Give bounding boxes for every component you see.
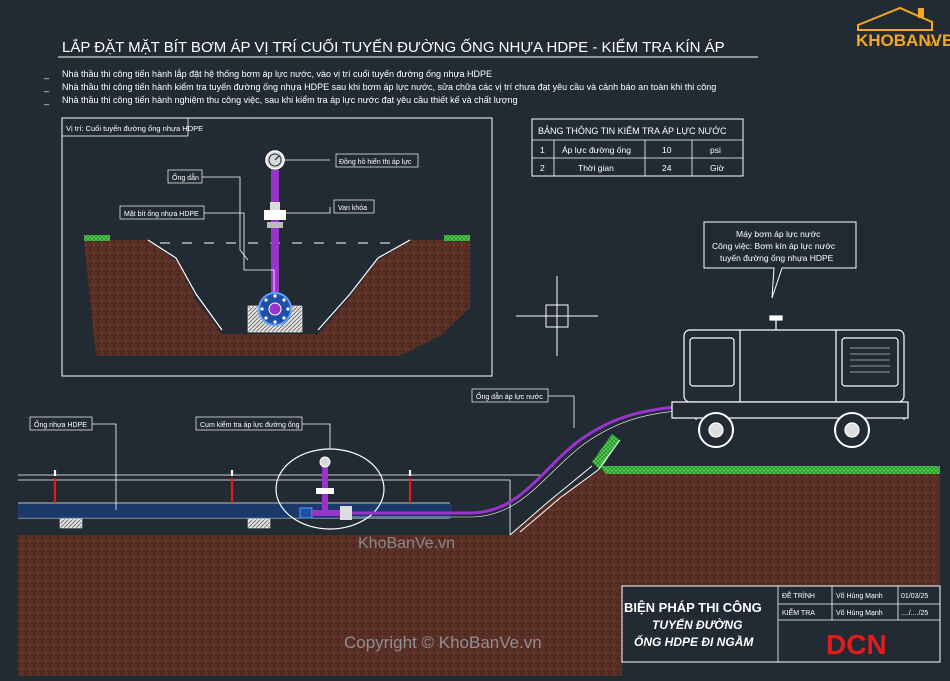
pump-note-line: Máy bơm áp lực nước [736,229,821,239]
watermark: KhoBanVe.vn [358,535,455,552]
notes-list: _ Nhà thầu thi công tiến hành lắp đặt hệ… [43,69,716,105]
title-block-cell: ..../..../25 [901,610,928,617]
title-block-cell: Võ Hùng Mạnh [836,610,883,617]
pressure-gauge-icon [319,456,331,468]
pump-note-line: Công việc: Bơm kín áp lực nước [712,241,836,251]
title-block-line3: ỐNG HDPE ĐI NGẦM [634,634,754,649]
label-valve: Van khóa [338,205,367,212]
grass-right [444,235,470,241]
table-title: BẢNG THÔNG TIN KIỂM TRA ÁP LỰC NƯỚC [538,125,727,136]
marker-stakes [53,470,412,503]
table-cell: Giờ [710,163,725,173]
trench-soil [84,240,470,356]
label-test-assembly: Cụm kiểm tra áp lực đường ống [200,420,300,429]
test-assembly [299,456,352,520]
label-pipe: Ống dẫn [172,172,199,182]
label-hdpe-pipe: Ống nhựa HDPE [34,419,87,429]
table-cell: Thời gian [578,163,614,173]
title-block: BIỆN PHÁP THI CÔNG TUYẾN ĐƯỜNG ỐNG HDPE … [621,585,941,663]
table-cell: 1 [540,145,545,155]
title-block-cell: Võ Hùng Mạnh [836,593,883,600]
detail-view: Vị trí: Cuối tuyến đường ống nhựa HDPE [61,117,493,377]
vent-grille [850,347,890,373]
table-cell: psi [710,145,721,155]
note-bullet: _ [43,95,50,105]
pipe-support [247,518,271,529]
logo-suffix: .vn [926,38,939,49]
dcn-logo: DCN [826,629,887,660]
title-block-cell: 01/03/25 [901,593,928,600]
vertical-pipe [271,170,279,300]
hdpe-pipe-main [18,504,452,518]
khobanve-logo: KHOBANVE .vn [856,6,950,50]
ground-soil [18,470,940,676]
valve-icon [264,210,286,220]
title-block-line1: BIỆN PHÁP THI CÔNG [624,600,762,615]
pressure-hose [352,403,691,515]
pump-truck [671,315,909,448]
table-cell: Áp lực đường ống [562,145,631,155]
drawing-title: LẮP ĐẶT MẶT BÍT BƠM ÁP VỊ TRÍ CUỐI TUYẾN… [62,38,725,56]
grass-strip [600,466,940,474]
note-item: Nhà thầu thi công tiến hành kiểm tra tuy… [62,82,716,92]
pipe-support [59,518,83,529]
trench-wall-right [317,239,411,331]
label-flange: Mặt bít ống nhựa HDPE [124,209,199,218]
valve-icon [316,488,334,494]
pressure-info-table: BẢNG THÔNG TIN KIỂM TRA ÁP LỰC NƯỚC 1 Áp… [531,118,744,177]
pump-callout: Máy bơm áp lực nước Công việc: Bơm kín á… [703,221,857,299]
label-pressure-hose: Ống dẫn áp lực nước [476,391,543,401]
title-block-line2: TUYẾN ĐƯỜNG [652,617,742,632]
trench-wall-left [147,239,223,331]
table-cell: 2 [540,163,545,173]
detail-caption: Vị trí: Cuối tuyến đường ống nhựa HDPE [66,124,203,133]
table-cell: 10 [662,145,672,155]
house-icon [857,6,933,31]
table-cell: 24 [662,163,672,173]
note-bullet: _ [43,69,50,79]
pump-note-line: tuyến đường ống nhựa HDPE [720,253,834,263]
logo-text: KHOBANVE [856,31,950,50]
title-block-cell: ĐỀ TRÌNH [782,590,815,600]
grass-left [84,235,110,241]
slope-grass [592,434,620,470]
note-bullet: _ [43,82,50,92]
slope-edge [509,439,621,536]
crosshair-symbol [516,276,598,356]
copyright: Copyright © KhoBanVe.vn [344,633,542,652]
note-item: Nhà thầu thi công tiến hành nghiệm thu c… [62,95,518,105]
note-item: Nhà thầu thi công tiến hành lắp đặt hệ t… [62,69,492,79]
label-gauge: Đồng hồ hiển thị áp lực [339,157,412,166]
title-block-cell: KIỂM TRA [782,608,815,617]
